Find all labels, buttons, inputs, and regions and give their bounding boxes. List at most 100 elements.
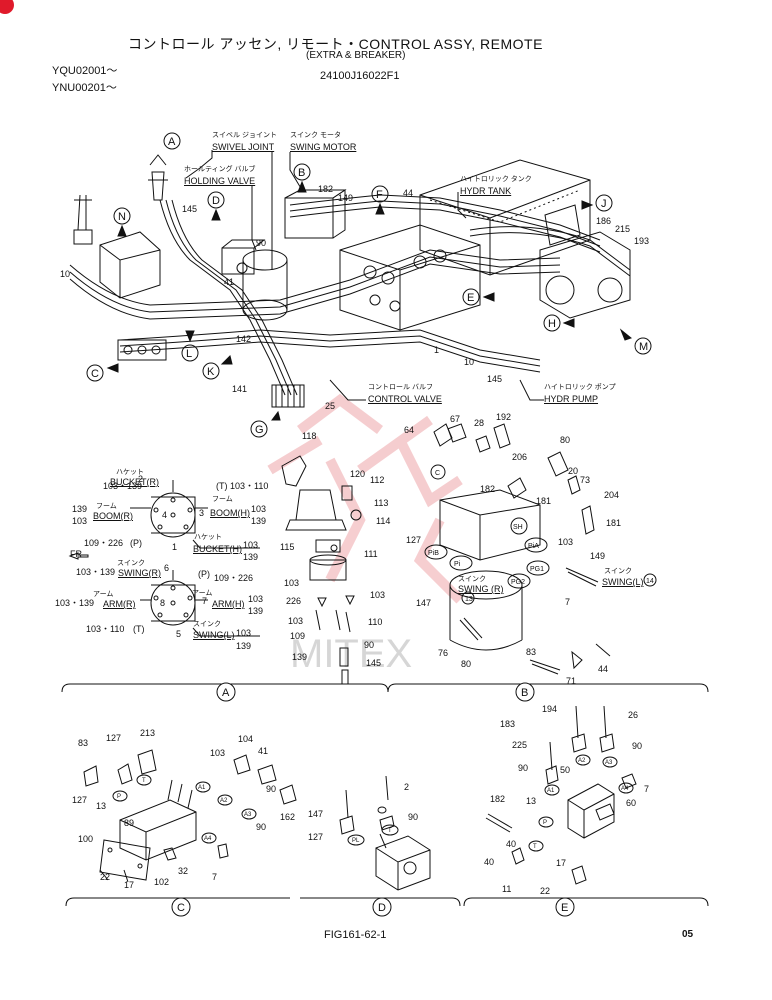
swing-r-label: SWING(R): [118, 568, 161, 578]
svg-text:90: 90: [256, 822, 266, 832]
pilot-valve-right-drawing: [148, 154, 168, 201]
svg-text:192: 192: [496, 412, 511, 422]
svg-text:183: 183: [500, 719, 515, 729]
svg-text:32: 32: [178, 866, 188, 876]
svg-text:1: 1: [434, 345, 439, 355]
svg-text:PiB: PiB: [428, 550, 439, 557]
section-a-label: A: [222, 687, 230, 699]
svg-text:139: 139: [292, 652, 307, 662]
svg-text:7: 7: [212, 872, 217, 882]
svg-text:A1: A1: [547, 788, 555, 794]
holding-valve-jp-label: ホールティング バルブ: [184, 166, 256, 173]
svg-text:112: 112: [370, 475, 384, 485]
svg-text:4: 4: [162, 510, 167, 520]
section-b-label: B: [521, 687, 528, 699]
section-b-control-valve: [433, 423, 611, 675]
svg-text:14: 14: [646, 578, 654, 585]
svg-text:111: 111: [364, 549, 378, 559]
svg-text:118: 118: [302, 431, 316, 441]
section-e-port-circles: [528, 754, 634, 852]
svg-text:182: 182: [318, 184, 333, 194]
svg-text:103: 103: [248, 594, 263, 604]
svg-text:100: 100: [78, 834, 93, 844]
svg-text:109・226: 109・226: [214, 573, 253, 583]
section-d-label: D: [378, 902, 386, 914]
valve-b-swing-l-jp-label: スインク: [604, 568, 632, 575]
svg-text:213: 213: [140, 728, 155, 738]
boom-r-label: BOOM(R): [93, 511, 133, 521]
bucket-h-jp-label: ハケット: [194, 534, 222, 541]
svg-text:6: 6: [164, 563, 169, 573]
bucket-r-label: BUCKET(R): [110, 477, 159, 487]
svg-text:PG2: PG2: [511, 579, 525, 586]
svg-text:103: 103: [284, 578, 299, 588]
svg-text:A1: A1: [198, 785, 206, 791]
valve-a-upper-circle: [130, 480, 260, 549]
swing-motor-drawing: [284, 189, 347, 239]
page-title: コントロール アッセン, リモート・CONTROL ASSY, REMOTE: [128, 36, 543, 52]
svg-text:F: F: [376, 189, 383, 201]
svg-text:194: 194: [542, 704, 557, 714]
svg-text:103: 103: [243, 540, 258, 550]
svg-text:N: N: [118, 211, 126, 223]
callout-arrows: [106, 180, 633, 421]
hydr-pump-jp-label: ハイトロリック ポンプ: [544, 384, 616, 391]
svg-text:103・110: 103・110: [86, 624, 124, 634]
svg-text:25: 25: [325, 401, 335, 411]
svg-text:B: B: [298, 167, 305, 179]
swing-motor-label: SWING MOTOR: [290, 142, 357, 152]
svg-text:226: 226: [286, 596, 301, 606]
svg-text:13: 13: [465, 596, 473, 603]
svg-text:K: K: [207, 366, 215, 378]
svg-text:64: 64: [404, 425, 414, 435]
svg-text:83: 83: [526, 647, 536, 657]
svg-text:103・139: 103・139: [55, 598, 94, 608]
svg-text:103: 103: [72, 516, 87, 526]
svg-text:139: 139: [248, 606, 263, 616]
svg-text:D: D: [212, 195, 220, 207]
svg-text:41: 41: [224, 277, 234, 287]
svg-text:A3: A3: [244, 812, 252, 818]
hydr-tank-label: HYDR TANK: [460, 186, 512, 196]
svg-text:83: 83: [78, 738, 88, 748]
svg-text:PG1: PG1: [530, 566, 544, 573]
hose-connector-block: [271, 384, 305, 408]
svg-text:76: 76: [438, 648, 448, 658]
arm-r-jp-label: アーム: [93, 591, 114, 598]
section-circles: [171, 682, 575, 917]
section-c-label: C: [177, 902, 185, 914]
svg-text:H: H: [548, 318, 556, 330]
svg-text:103・139: 103・139: [103, 481, 142, 491]
svg-text:204: 204: [604, 490, 619, 500]
svg-text:10: 10: [464, 357, 474, 367]
svg-text:186: 186: [596, 216, 611, 226]
control-valve-drawing: [339, 224, 481, 331]
svg-text:5: 5: [176, 629, 181, 639]
control-valve-jp-label: コントロール バルフ: [368, 384, 433, 391]
svg-text:90: 90: [408, 812, 418, 822]
bucket-r-jp-label: ハケット: [116, 469, 144, 476]
section-e-label: E: [561, 902, 568, 914]
svg-text:A4: A4: [621, 786, 629, 792]
svg-text:225: 225: [512, 740, 527, 750]
svg-text:22: 22: [540, 886, 550, 896]
svg-text:103・139: 103・139: [76, 567, 115, 577]
svg-text:11: 11: [502, 884, 511, 894]
svg-text:40: 40: [484, 857, 494, 867]
section-e-block: [485, 705, 637, 885]
svg-text:127: 127: [106, 733, 121, 743]
swing-l-jp-label: スインク: [193, 621, 221, 628]
valve-b-swing-r-label: SWING (R): [458, 584, 504, 594]
model-serial-1: YQU02001～: [52, 65, 118, 77]
svg-text:149: 149: [338, 193, 353, 203]
svg-text:13: 13: [526, 796, 536, 806]
svg-text:T: T: [533, 844, 537, 850]
svg-text:E: E: [467, 292, 474, 304]
svg-text:145: 145: [487, 374, 502, 384]
svg-text:90: 90: [266, 784, 276, 794]
svg-text:7: 7: [644, 784, 649, 794]
svg-text:127: 127: [308, 832, 323, 842]
boom-h-jp-label: フーム: [212, 496, 233, 503]
svg-text:103: 103: [288, 616, 303, 626]
